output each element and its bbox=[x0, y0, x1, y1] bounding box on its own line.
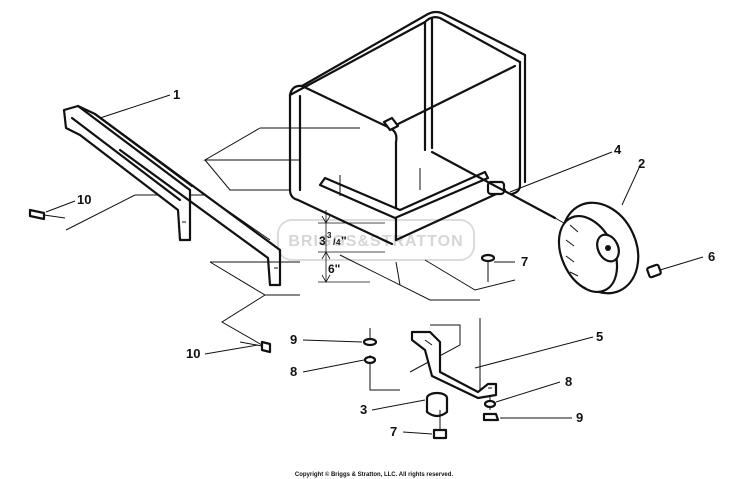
callout-2: 2 bbox=[638, 156, 645, 171]
bolt-10-lower bbox=[239, 340, 272, 354]
dimension-upper-numerator: 3 bbox=[327, 231, 332, 240]
callout-leaders bbox=[45, 94, 704, 435]
nut-9-right bbox=[482, 412, 500, 422]
copyright-notice: Copyright © Briggs & Stratton, LLC. All … bbox=[295, 471, 454, 478]
callout-4: 4 bbox=[614, 142, 622, 157]
bolt-10-left bbox=[28, 208, 66, 221]
axle-cap bbox=[646, 263, 662, 279]
callout-8-right: 8 bbox=[565, 374, 572, 389]
wheel bbox=[557, 201, 640, 295]
callout-7-lower: 7 bbox=[390, 424, 397, 439]
dimension-lower: 6" bbox=[328, 262, 340, 276]
callout-3: 3 bbox=[360, 402, 367, 417]
callout-10-lower: 10 bbox=[186, 346, 200, 361]
callout-labels: 1 2 3 4 5 6 7 7 8 8 9 9 10 10 bbox=[77, 87, 715, 439]
bolt-7-upper bbox=[480, 253, 496, 282]
dimension-upper-whole: 3 bbox=[319, 234, 326, 248]
callout-5: 5 bbox=[596, 329, 603, 344]
hardware bbox=[28, 208, 500, 440]
callout-9-left: 9 bbox=[290, 332, 297, 347]
dimension-upper-denominator: 4 bbox=[336, 238, 341, 247]
callout-9-right: 9 bbox=[576, 410, 583, 425]
washer-8-right bbox=[483, 399, 497, 409]
svg-text:": " bbox=[341, 234, 347, 248]
callout-10-left: 10 bbox=[77, 192, 91, 207]
callout-7-upper: 7 bbox=[521, 254, 528, 269]
callout-1: 1 bbox=[173, 87, 180, 102]
dimension-marks: 3 3 / 4 " 6" bbox=[318, 210, 385, 283]
watermark-text: BRIGGS&STRATTON bbox=[288, 233, 463, 250]
frame-cradle bbox=[288, 10, 527, 246]
washer-8-left bbox=[363, 355, 377, 365]
leg-bracket bbox=[410, 330, 498, 400]
svg-text:/: / bbox=[333, 237, 336, 247]
watermark: BRIGGS&STRATTON bbox=[277, 219, 475, 261]
callout-6: 6 bbox=[708, 249, 715, 264]
washer-9-left bbox=[362, 328, 378, 347]
bolt-7-lower bbox=[432, 410, 448, 440]
callout-8-left: 8 bbox=[290, 364, 297, 379]
handle bbox=[62, 104, 282, 287]
rubber-foot bbox=[425, 391, 449, 418]
